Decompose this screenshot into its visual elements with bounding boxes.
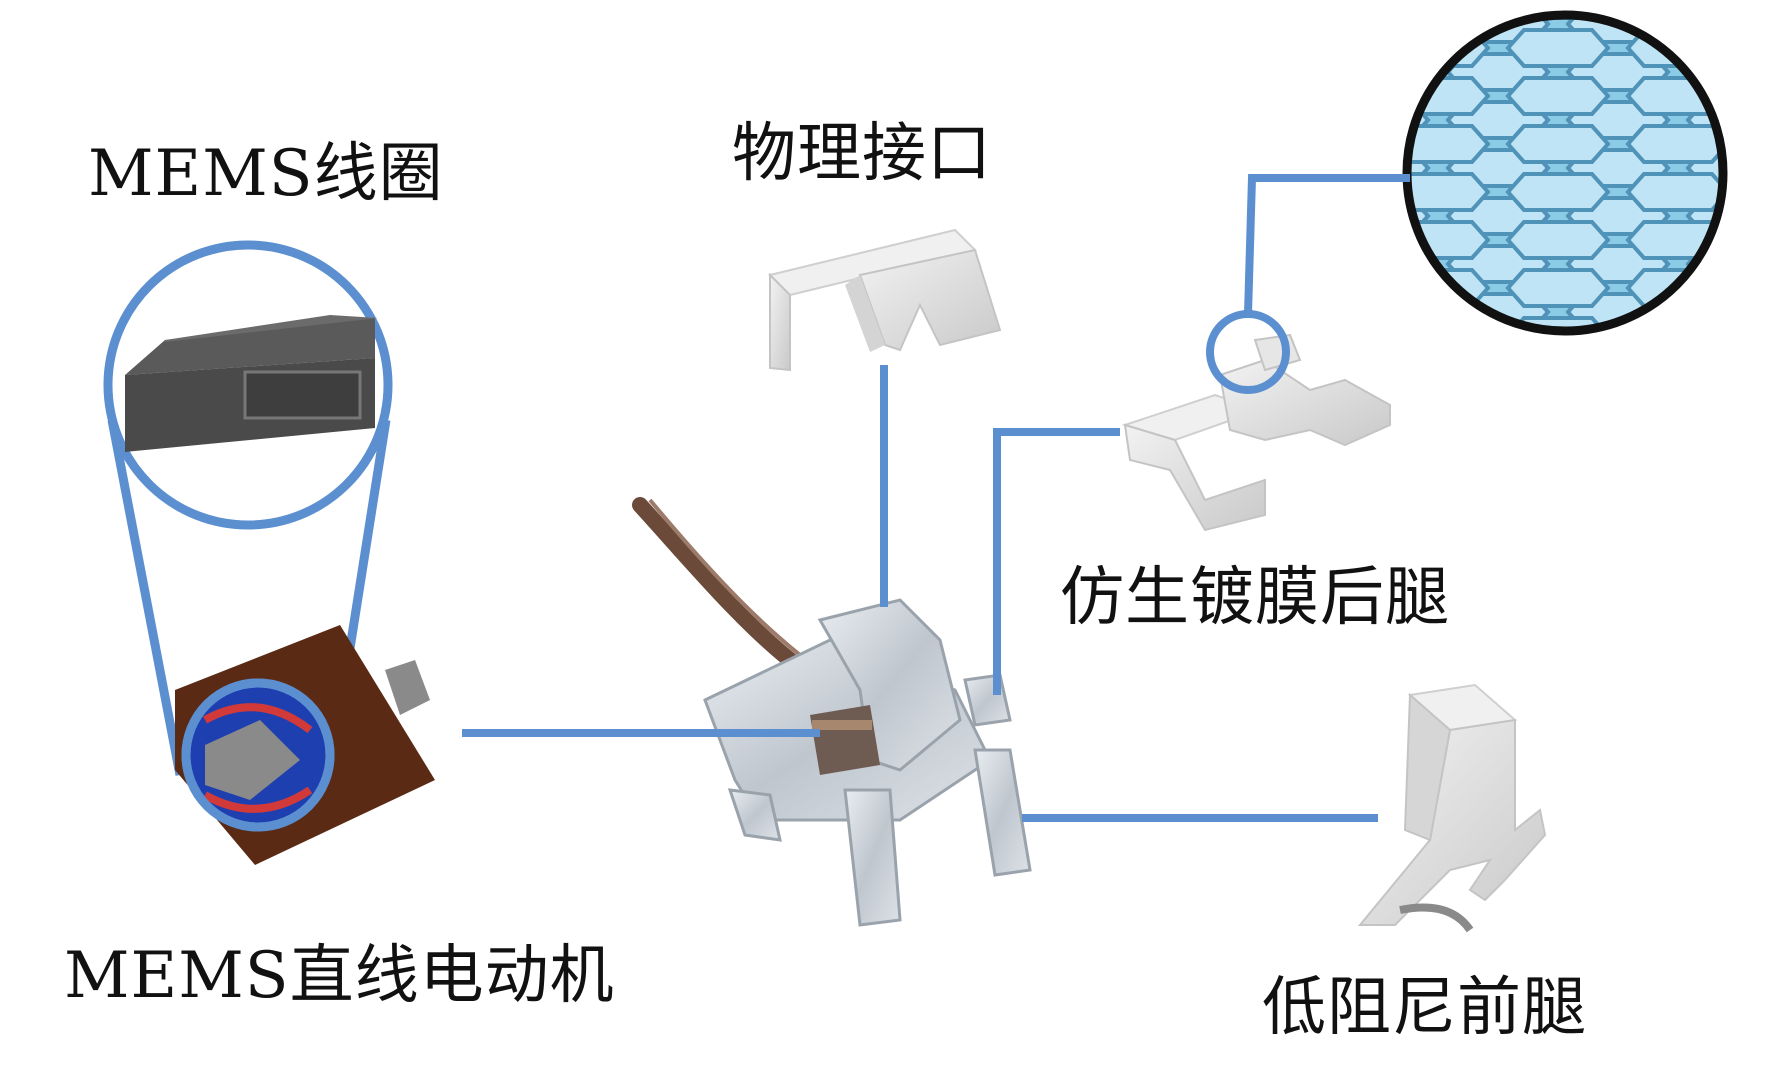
mems-coil-block [125,315,378,452]
robot-body [632,497,1032,927]
physical-interface-part [768,228,1002,372]
leader-lines [462,174,1410,822]
label-physical-interface: 物理接口 [732,117,992,191]
leader-film [1244,174,1410,315]
label-mems-coil: MEMS线圈 [88,137,444,211]
bionic-hind-leg-part [1121,310,1391,532]
hex-film-magnifier [1402,10,1728,336]
leader-hind-leg [993,428,1120,695]
low-damping-front-leg-part [1357,683,1547,933]
label-bionic-hind-leg: 仿生镀膜后腿 [1060,561,1450,635]
label-low-damping-front-leg: 低阻尼前腿 [1262,971,1587,1045]
label-mems-linear-motor: MEMS直线电动机 [64,939,615,1013]
mems-linear-motor [175,625,435,865]
coil-magnifier [103,240,393,776]
